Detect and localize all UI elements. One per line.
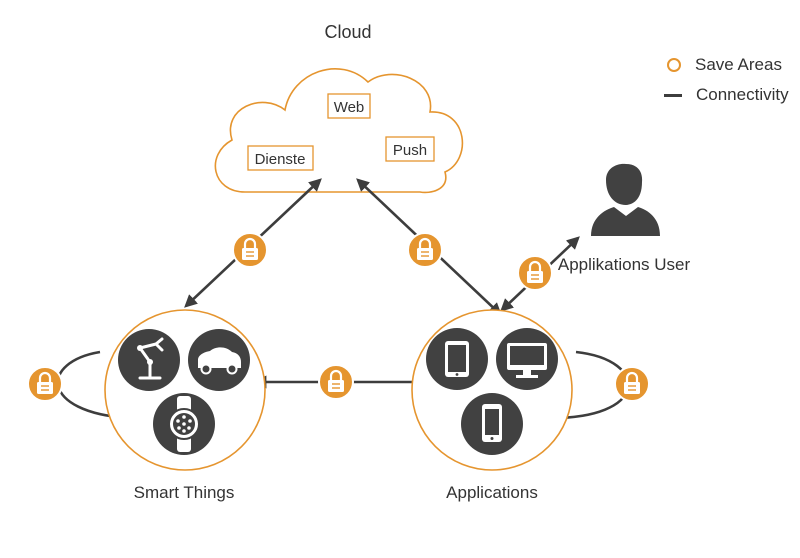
- legend: Save Areas Connectivity: [664, 50, 789, 110]
- applications-group: Applications: [411, 309, 573, 502]
- lock-icon-cloud-applications: [407, 232, 443, 268]
- service-dienste-label: Dienste: [255, 151, 306, 168]
- applications-label: Applications: [446, 483, 538, 502]
- lock-icon-applications-loop: [614, 366, 650, 402]
- cloud-title: Cloud: [324, 22, 371, 42]
- legend-save-areas-label: Save Areas: [695, 55, 782, 74]
- tablet-icon: [426, 328, 488, 390]
- smart-things-label: Smart Things: [134, 483, 235, 502]
- user-label: Applikations User: [558, 255, 691, 274]
- lock-icon-smartthings-loop: [27, 366, 63, 402]
- service-web: Web: [327, 93, 371, 119]
- smartwatch-icon: [153, 393, 215, 455]
- lock-badges: [27, 232, 650, 402]
- monitor-icon: [496, 328, 558, 390]
- robot-arm-icon: [118, 329, 180, 391]
- smartphone-icon: [461, 393, 523, 455]
- service-web-label: Web: [334, 99, 365, 116]
- lock-icon-smartthings-applications: [318, 364, 354, 400]
- cloud-shape: [214, 68, 464, 194]
- user-silhouette-icon: [591, 163, 660, 236]
- connectivity-line-icon: [664, 93, 682, 97]
- legend-connectivity: Connectivity: [664, 80, 789, 110]
- smart-things-group: Smart Things: [104, 309, 266, 502]
- legend-connectivity-label: Connectivity: [696, 85, 789, 104]
- car-icon: [188, 329, 250, 391]
- service-dienste: Dienste: [247, 145, 314, 171]
- service-push-label: Push: [393, 142, 427, 159]
- save-area-circle-icon: [667, 58, 681, 72]
- lock-icon-applications-user: [517, 255, 553, 291]
- lock-icon-cloud-smartthings: [232, 232, 268, 268]
- service-push: Push: [385, 136, 435, 162]
- legend-save-areas: Save Areas: [664, 50, 789, 80]
